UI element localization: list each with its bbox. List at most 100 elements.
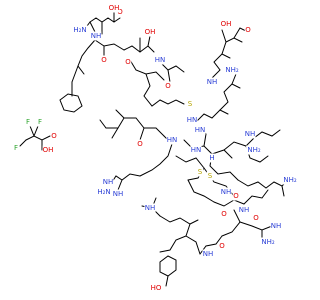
atom-label-background [186,99,194,109]
atom-label: NH [270,221,282,231]
atom-label: H₂N [96,187,112,197]
atom-label: HO [150,283,162,293]
atom-label-text: F [38,118,42,126]
atom-label: O [50,131,58,141]
atom-label: NH [220,187,232,197]
atom-label: O [136,139,144,149]
atom-label-background [12,143,20,153]
atom-label-text: OH [109,4,120,12]
atom-label-background [186,115,198,125]
atom-label: NH₂ [282,175,298,185]
atom-label-background [224,65,240,75]
atom-label: OH [108,3,120,13]
atom-label-background [206,171,214,181]
atom-label-background [220,187,232,197]
atom-label-background [196,167,204,177]
atom-label: F [36,117,44,127]
atom-label-background [238,205,250,215]
bond-skeleton [19,11,289,287]
atom-label-text: S [188,100,193,108]
atom-label-background [164,81,172,91]
atom-label-background [232,191,240,201]
atom-label-text: O [245,26,251,34]
atom-label-background [246,145,262,155]
atom-label: NH₂ [224,65,240,75]
atom-label-text: OH [221,20,232,28]
atom-label-background [36,117,44,127]
atom-label-background [144,203,156,213]
atom-label: S [186,99,194,109]
atom-label-background [220,209,228,219]
atom-label: S [196,167,204,177]
atom-label-text: O [51,132,57,140]
atom-label: O [124,57,132,67]
atom-label: NH [102,177,114,187]
atom-label-text: OH [43,146,54,154]
atom-label-background [206,77,218,87]
atom-label: NH [90,31,102,41]
atom-label: H₂N [72,25,88,35]
atom-label: O [116,7,124,17]
atom-label-background [90,31,102,41]
atom-label-text: O [137,140,143,148]
atom-label-text: HN [191,146,202,154]
atom-label-text: NH₂ [261,238,275,246]
atom-label-background [24,117,32,127]
atom-label: OH [42,145,54,155]
atom-label: NH [112,189,124,199]
atom-label: O [100,55,108,65]
atom-label-text: NH [221,188,232,196]
atom-label-background [50,131,58,141]
atom-label-background [270,221,282,231]
atom-label-text: O [221,210,227,218]
atom-label-text: HN [187,116,198,124]
atom-label-background [194,125,206,135]
atom-label-background [252,213,260,223]
atom-label-text: H₂N [73,26,86,34]
atom-label: NH₂ [246,145,262,155]
atom-label-text: NH₂ [283,176,297,184]
atom-label: H [208,153,216,163]
atom-label-text: O [117,8,123,16]
atom-label: F [24,117,32,127]
atom-label: O [244,25,252,35]
atom-label: OH [220,19,232,29]
atom-label-background [218,241,226,251]
atom-label: O [218,241,226,251]
atom-label: HN [194,125,206,135]
atom-label: HN [186,115,198,125]
atom-label-text: NH [203,250,214,258]
atom-label: S [206,171,214,181]
atom-label-background [282,175,298,185]
atom-label-background [116,7,124,17]
atom-label-background [154,55,166,65]
atom-label: NH [144,203,156,213]
atom-label-background [124,57,132,67]
atom-label: NH [206,77,218,87]
atom-label-background [150,283,162,293]
atom-label-text: O [165,82,171,90]
atom-label-background [190,145,202,155]
atom-label-background [220,19,232,29]
atom-label-text: OH [145,28,156,36]
atom-label-background [108,3,120,13]
atom-label-text: NH [271,222,282,230]
atom-label-text: HN [155,56,166,64]
atom-label: F [12,143,20,153]
atom-label-text: NH [91,32,102,40]
atom-label: HN [166,135,178,145]
atom-label: O [220,209,228,219]
atom-label: O [164,81,172,91]
atom-label-text: F [14,144,18,152]
atom-label: NH [238,205,250,215]
atom-label-background [244,25,252,35]
atom-label-background [102,177,114,187]
atom-label-background [202,249,214,259]
atom-label-text: NH [103,178,114,186]
atom-label-text: S [208,172,213,180]
atom-label-text: O [253,214,259,222]
atom-label: NH₂ [260,237,276,247]
atom-label-background [166,135,178,145]
atom-label-text: HN [167,136,178,144]
